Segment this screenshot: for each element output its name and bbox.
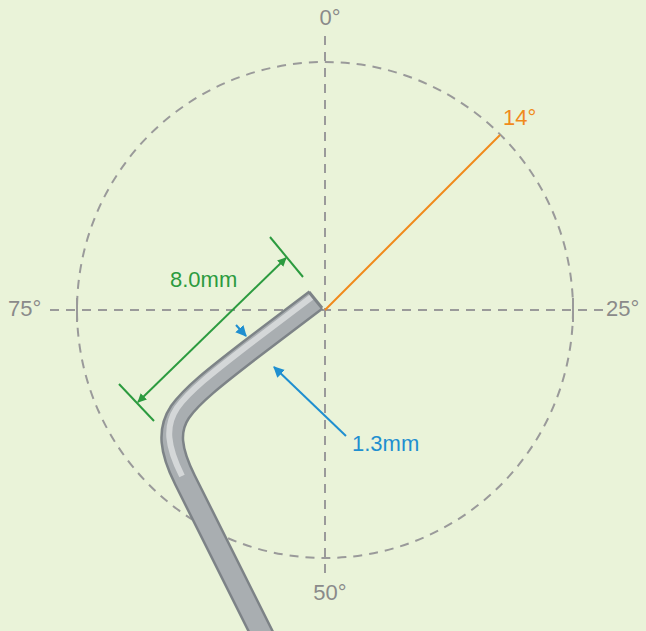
angle-label: 75° <box>8 297 41 321</box>
width-dimension <box>236 325 346 436</box>
angle-label: 25° <box>606 297 639 321</box>
angle-label: 0° <box>319 6 340 30</box>
angle-line <box>325 135 500 310</box>
length-dimension <box>119 237 303 421</box>
dimension-label: 1.3mm <box>352 432 419 456</box>
angle-label: 14° <box>503 106 536 130</box>
tick <box>76 298 78 322</box>
dimension-label: 8.0mm <box>170 268 237 292</box>
vertical-axis <box>324 36 326 578</box>
angle-label: 50° <box>313 581 346 605</box>
tick <box>572 298 574 322</box>
instrument-tip <box>169 292 322 631</box>
